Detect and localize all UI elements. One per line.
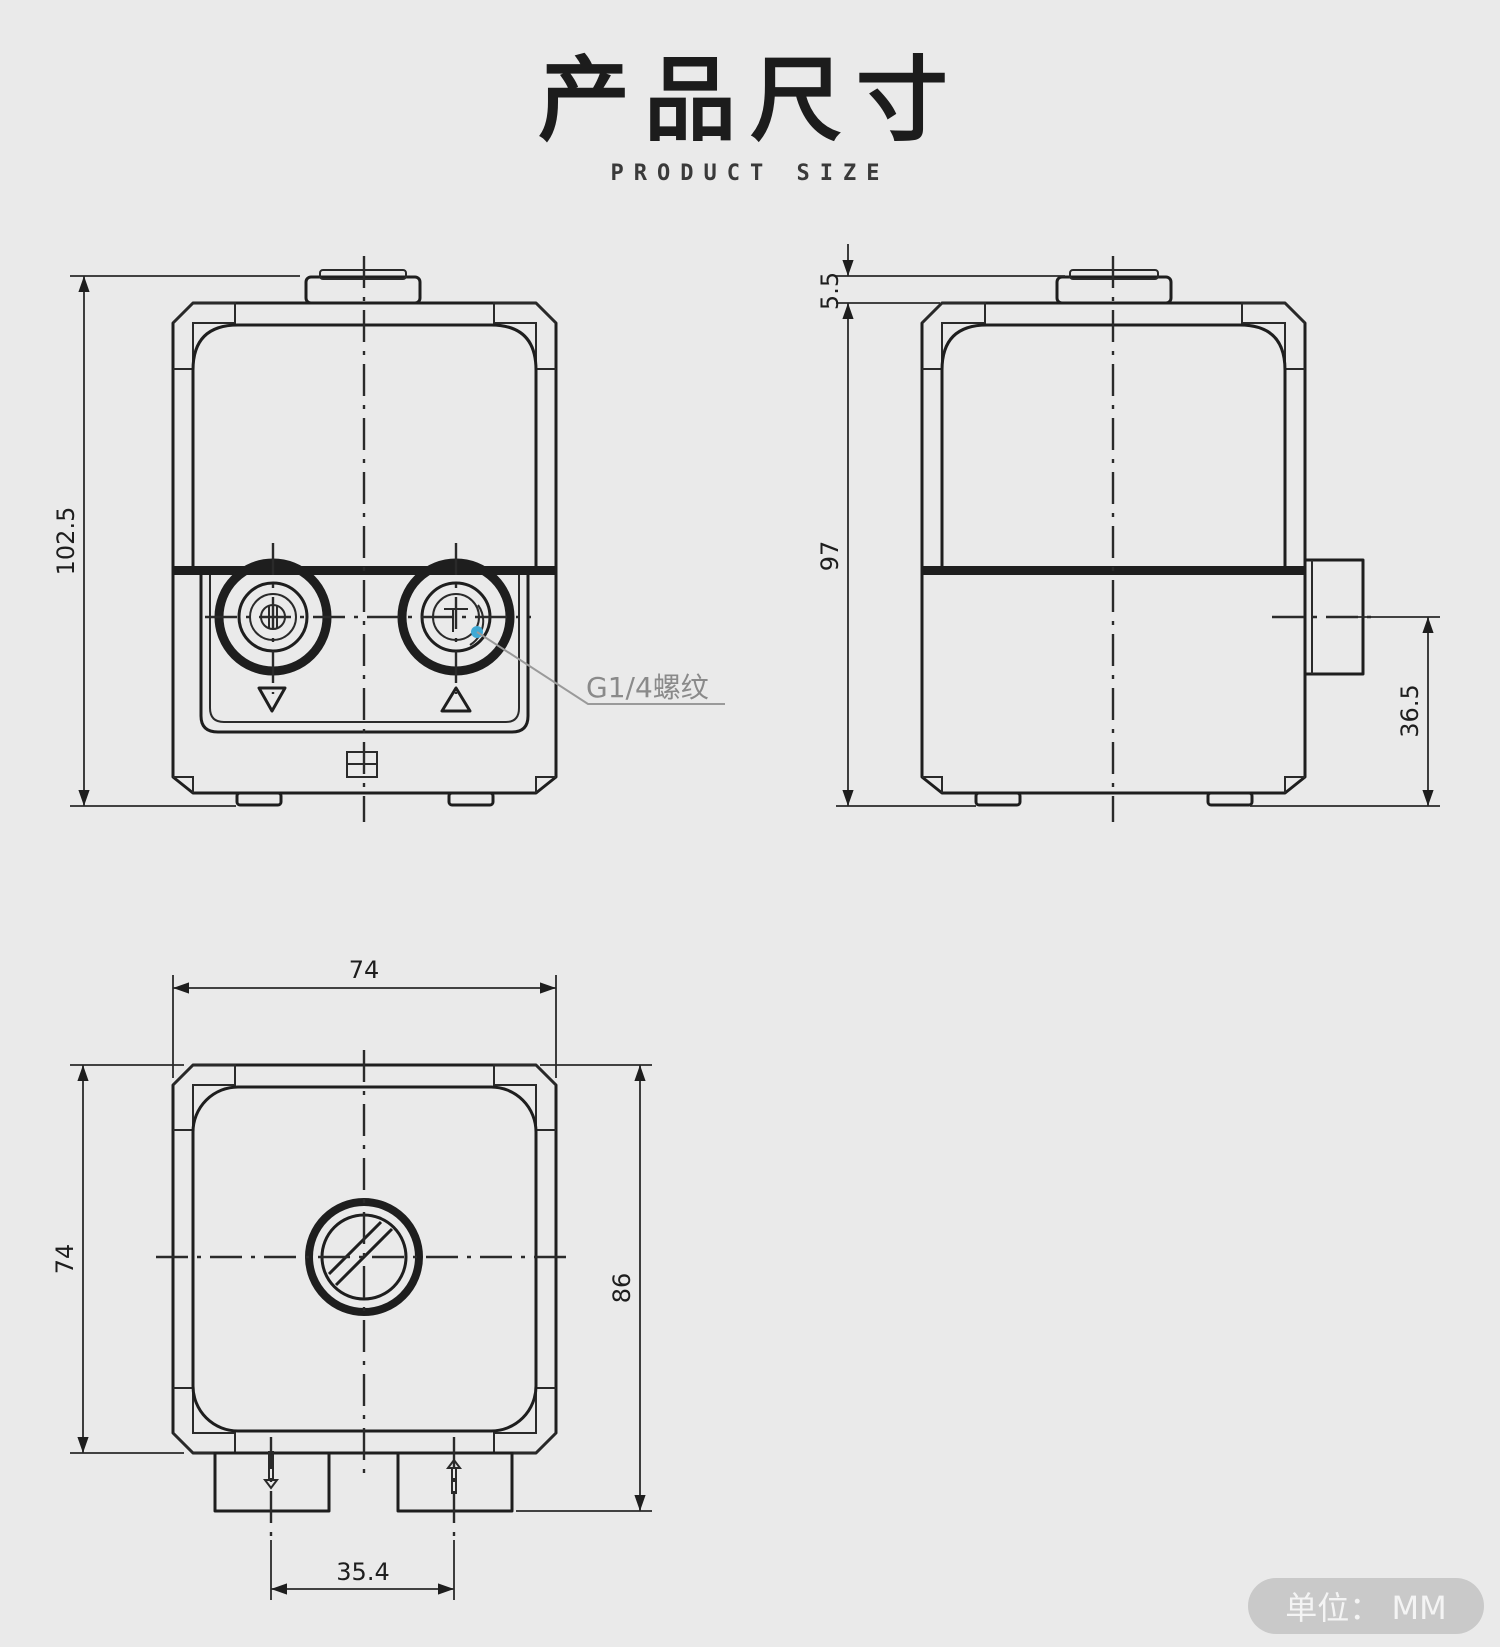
height-dimension-label: 102.5 — [52, 507, 80, 576]
port-height-dimension-label: 36.5 — [1396, 684, 1424, 737]
inlet-arrow-icon — [440, 686, 472, 713]
width-dimension-label: 74 — [349, 956, 380, 984]
body-height-dimension-label: 97 — [816, 541, 844, 572]
thread-callout-label: G1/4螺纹 — [586, 671, 709, 704]
port-spacing-dimension-label: 35.4 — [336, 1558, 389, 1586]
bottom-view: 74 74 86 35.4 — [51, 956, 652, 1600]
page-title: 产品尺寸 — [538, 47, 962, 154]
overall-depth-dimension-label: 86 — [608, 1273, 636, 1304]
outlet-arrow-icon — [257, 686, 287, 713]
side-view: 5.5 97 36.5 — [816, 244, 1440, 822]
depth-dimension-label: 74 — [51, 1244, 79, 1275]
front-view: G1/4螺纹 102.5 — [52, 256, 725, 822]
unit-badge: 单位： MM — [1248, 1578, 1484, 1634]
top-offset-dimension-label: 5.5 — [816, 272, 844, 310]
page-subtitle: PRODUCT SIZE — [611, 161, 890, 186]
